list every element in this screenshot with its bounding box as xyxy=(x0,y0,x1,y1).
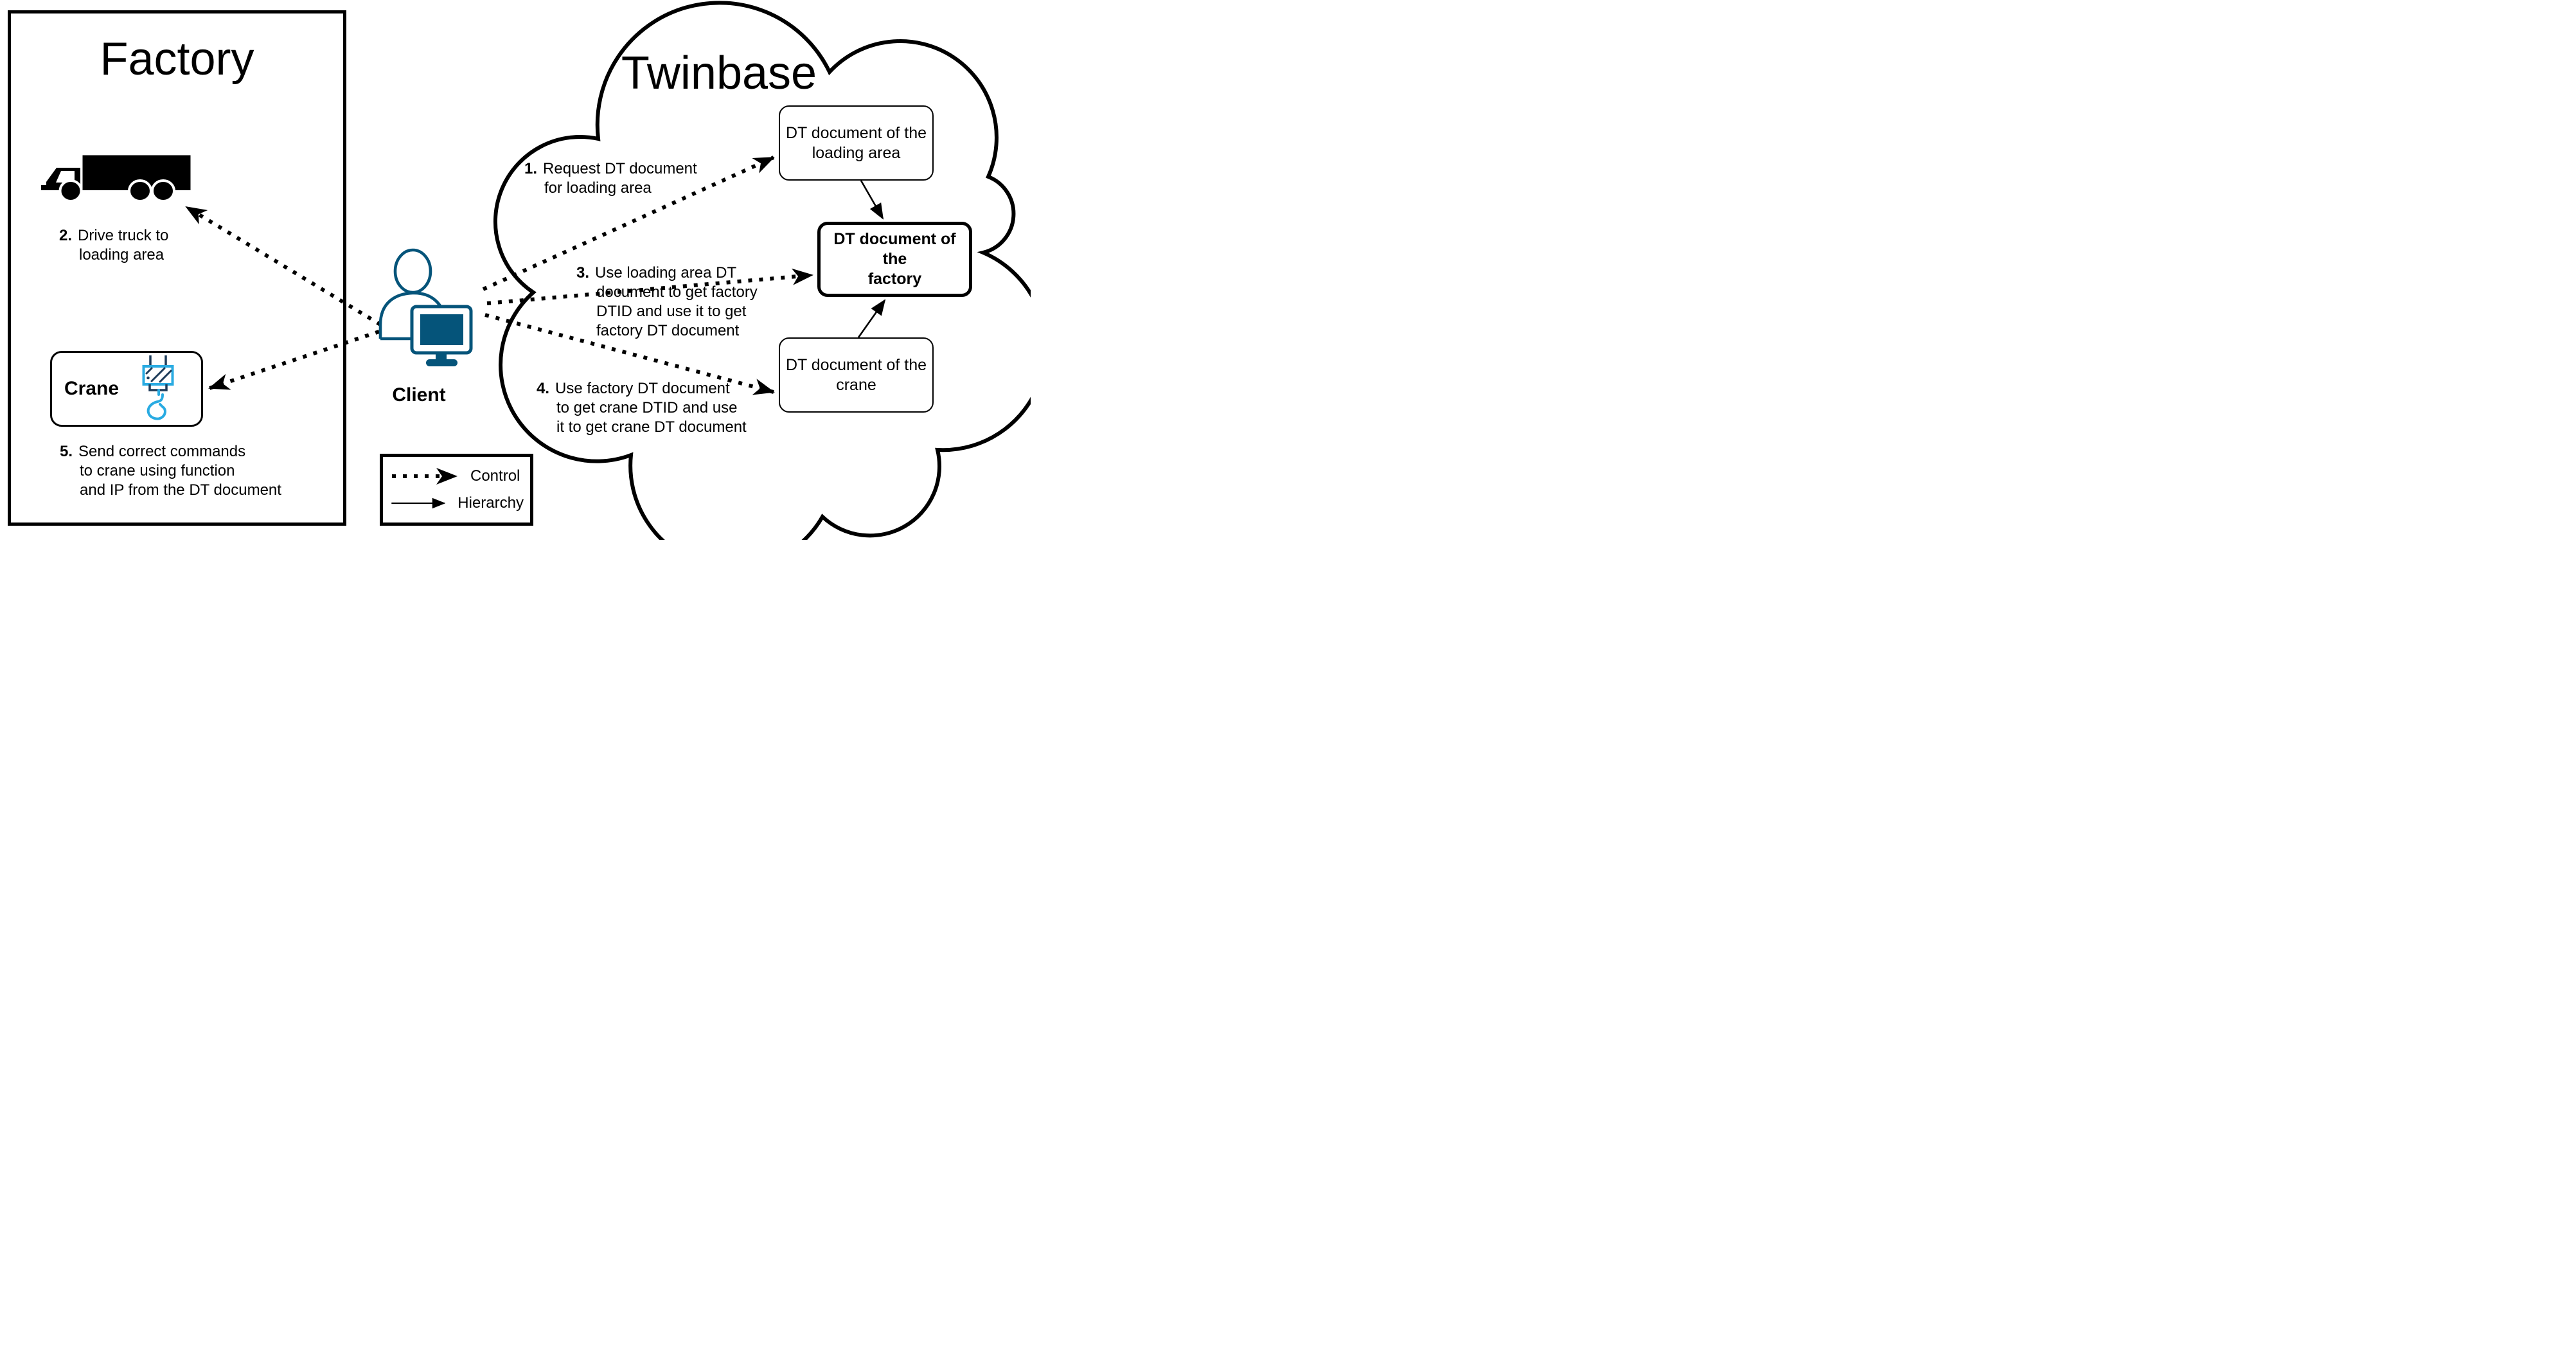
legend-row-hierarchy: Hierarchy xyxy=(389,494,524,513)
step-1-number: 1. xyxy=(524,160,538,177)
dt-document-loading-area-text: DT document of the xyxy=(785,123,927,142)
diagram-graphics xyxy=(41,1,1031,540)
hierarchy-arrow-crane-to-factory xyxy=(857,299,886,338)
crane-box xyxy=(50,351,203,427)
dt-document-crane-box: DT document of the crane xyxy=(779,337,934,413)
control-arrow-to-loading-doc xyxy=(482,156,775,291)
client-monitor-stand xyxy=(436,353,447,361)
control-arrows xyxy=(185,156,813,395)
step-5-text-line: and IP from the DT document xyxy=(80,481,281,499)
hierarchy-arrow-icon xyxy=(391,497,446,508)
dt-document-loading-area-box: DT document of the loading area xyxy=(779,105,934,181)
legend-control-label: Control xyxy=(470,467,520,485)
dt-document-factory-box: DT document of the factory xyxy=(817,222,972,297)
legend-box: Control Hierarchy xyxy=(380,454,533,526)
step-4-text-line: it to get crane DT document xyxy=(556,418,747,436)
step-3-text-line: factory DT document xyxy=(596,322,740,339)
legend-hierarchy-label: Hierarchy xyxy=(457,494,524,512)
step-5-send-commands: 5. Send correct commands to crane using f… xyxy=(60,442,281,500)
step-1-text-line: for loading area xyxy=(544,179,652,197)
step-2-text-line: Drive truck to xyxy=(78,227,169,244)
step-4-text-line: Use factory DT document xyxy=(555,380,730,397)
step-1-text-line: Request DT document xyxy=(543,160,697,177)
legend-row-control: Control xyxy=(389,467,524,486)
factory-region-box xyxy=(8,10,346,526)
step-4-use-factory-doc: 4. Use factory DT document to get crane D… xyxy=(537,379,747,437)
client-monitor-base xyxy=(426,359,457,366)
step-3-text-line: document to get factory xyxy=(596,283,758,301)
client-label: Client xyxy=(392,384,446,406)
control-arrow-icon xyxy=(392,468,457,485)
factory-region-title: Factory xyxy=(100,33,254,85)
diagram-canvas: Factory 2. Drive truck to loading area Cr… xyxy=(0,0,1031,540)
crane-label: Crane xyxy=(64,378,120,399)
dt-document-factory-text: factory xyxy=(867,270,922,288)
hierarchy-arrow-loading-to-factory xyxy=(860,180,884,220)
client-screen xyxy=(420,314,463,345)
control-arrow-to-crane xyxy=(208,330,380,390)
step-4-text-line: to get crane DTID and use xyxy=(556,399,738,416)
step-1-request-doc: 1. Request DT document for loading area xyxy=(524,159,697,198)
dt-document-crane-text: DT document of the crane xyxy=(785,355,927,394)
step-2-number: 2. xyxy=(59,227,73,244)
hierarchy-arrows xyxy=(857,180,886,338)
step-2-text-line: loading area xyxy=(79,246,164,264)
twinbase-title: Twinbase xyxy=(621,48,817,99)
step-3-text-line: Use loading area DT xyxy=(595,264,737,281)
client-head xyxy=(393,248,432,294)
step-3-text-line: DTID and use it to get xyxy=(596,303,747,320)
twinbase-cloud-shape xyxy=(493,1,1031,540)
step-2-drive-truck: 2. Drive truck to loading area xyxy=(59,226,168,265)
step-4-number: 4. xyxy=(537,380,550,397)
step-3-number: 3. xyxy=(576,264,590,281)
step-5-text-line: to crane using function xyxy=(80,462,235,479)
dt-document-loading-area-text: loading area xyxy=(812,143,901,162)
step-5-number: 5. xyxy=(60,443,73,460)
step-5-text-line: Send correct commands xyxy=(78,443,246,460)
client-icon xyxy=(378,248,473,366)
step-3-use-loading-doc: 3. Use loading area DT document to get fa… xyxy=(576,264,758,341)
dt-document-factory-text: DT document of the xyxy=(833,230,956,268)
control-arrow-to-truck xyxy=(185,205,382,326)
truck-icon xyxy=(41,155,191,202)
crane-icon xyxy=(142,355,174,420)
